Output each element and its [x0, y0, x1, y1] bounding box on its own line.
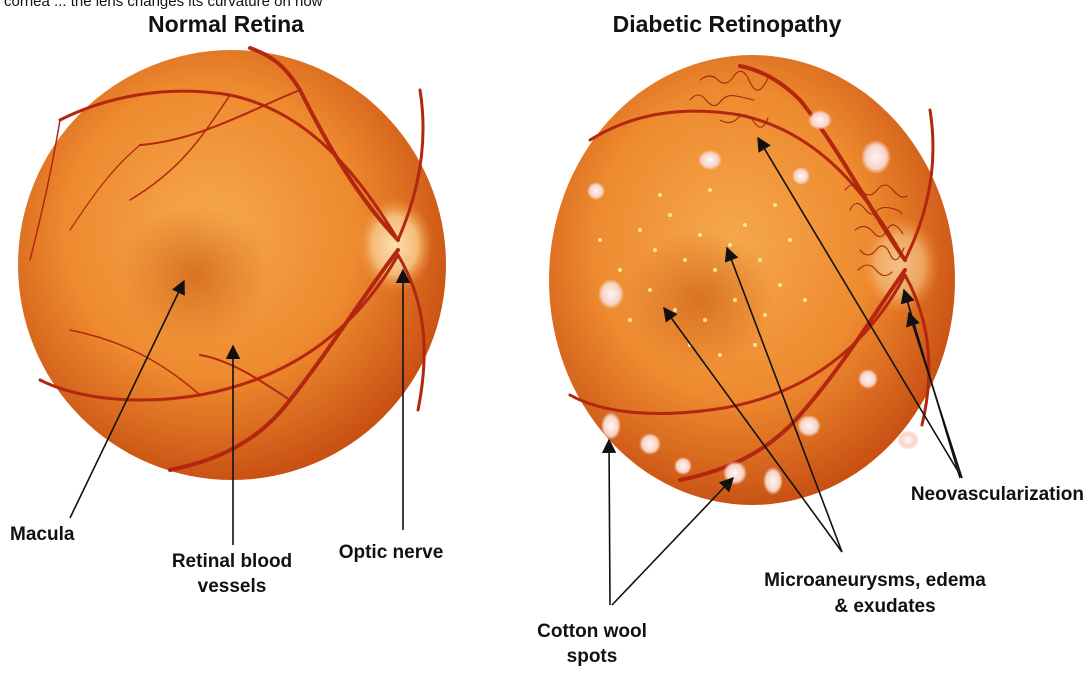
arrow-cotton-wool-1 [609, 440, 610, 605]
label-microaneurysms-line1: Microaneurysms, edema [764, 570, 986, 591]
optic-disc [357, 197, 433, 293]
label-neovascularization: Neovascularization [911, 484, 1084, 505]
label-cotton-wool-line2: spots [567, 646, 618, 667]
label-macula: Macula [10, 524, 75, 545]
label-microaneurysms-line2: & exudates [834, 596, 935, 617]
normal-retina-image [18, 48, 446, 480]
label-retinal-blood: Retinal blood [172, 551, 292, 572]
panel-title-diabetic: Diabetic Retinopathy [613, 11, 842, 37]
caption-fragment: cornea ... the lens changes its curvatur… [4, 0, 323, 10]
diabetic-retina-image [549, 55, 955, 505]
label-cotton-wool-line1: Cotton wool [537, 621, 647, 642]
macula-region [120, 205, 270, 345]
label-optic-nerve: Optic nerve [339, 542, 444, 563]
arrow-cotton-wool-2 [612, 478, 733, 605]
panel-title-normal: Normal Retina [148, 11, 304, 37]
label-vessels: vessels [198, 576, 267, 597]
